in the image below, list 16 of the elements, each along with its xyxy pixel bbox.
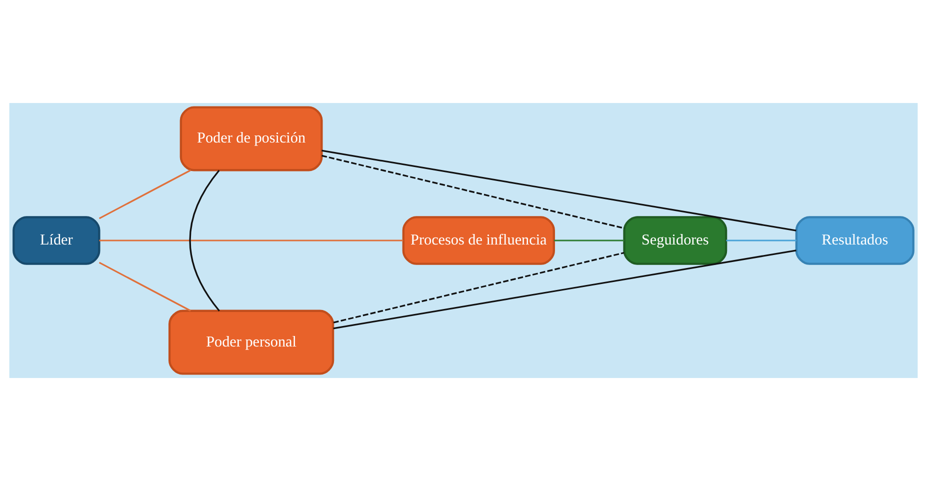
connector xyxy=(99,239,404,241)
node-box: Procesos de influencia xyxy=(402,216,555,264)
connector xyxy=(322,149,796,231)
connector xyxy=(98,169,191,219)
connector xyxy=(554,239,624,241)
node-box: Poder personal xyxy=(168,309,334,374)
node-box: Seguidores xyxy=(623,216,728,264)
connector xyxy=(726,239,796,241)
node-box: Poder de posición xyxy=(180,106,323,171)
connector xyxy=(322,154,624,229)
connector xyxy=(333,249,796,329)
connector xyxy=(98,261,191,311)
connector xyxy=(189,169,220,311)
connector xyxy=(333,251,624,323)
node-box: Resultados xyxy=(795,216,914,264)
node-box: Líder xyxy=(12,216,100,264)
